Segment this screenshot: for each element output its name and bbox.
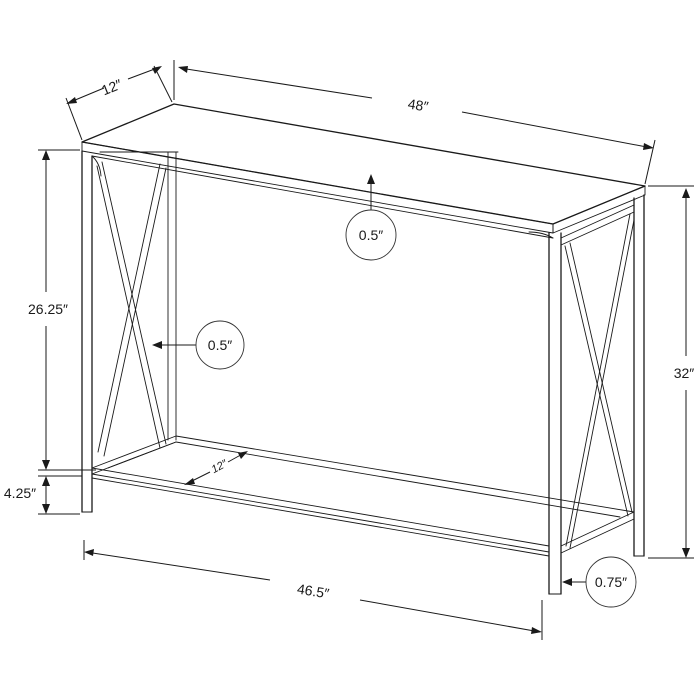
- dimension-labels: 12″ 48″ 32″ 26.25″ 4.25″ 46.5″ 12″: [4, 76, 694, 602]
- dim-depth-top: [65, 65, 173, 141]
- label-shelf-depth: 12″: [210, 457, 231, 476]
- front-left-leg: [81, 150, 93, 513]
- right-side-frame: [560, 204, 635, 554]
- callout-frame-thickness: [152, 320, 245, 370]
- dim-height-upper: [38, 149, 96, 471]
- callout-labels: 0.5″ 0.5″ 0.75″: [208, 227, 627, 590]
- bottom-shelf: [91, 435, 635, 557]
- dim-shelf-depth: [184, 451, 248, 485]
- callout-leg-width: [562, 556, 637, 608]
- label-frame-thickness: 0.5″: [208, 337, 232, 353]
- dim-width-bottom: [83, 540, 543, 640]
- label-height-lower: 4.25″: [4, 485, 36, 501]
- dim-height-lower: [38, 475, 82, 515]
- label-leg-width: 0.75″: [595, 574, 627, 590]
- console-table-drawing: [81, 103, 646, 595]
- label-tabletop-thickness: 0.5″: [359, 227, 383, 243]
- label-depth-top: 12″: [99, 76, 124, 99]
- front-right-leg: [548, 232, 562, 595]
- label-height-upper: 26.25″: [28, 301, 68, 317]
- callout-tabletop-thickness: [345, 174, 397, 261]
- dim-width-top: [173, 60, 656, 185]
- left-x-brace: [96, 161, 167, 457]
- label-width-bottom: 46.5″: [296, 581, 330, 602]
- upper-frame: [91, 151, 554, 239]
- callouts: [152, 174, 637, 608]
- label-height-total: 32″: [674, 365, 695, 381]
- label-width-top: 48″: [407, 96, 430, 115]
- dim-height-total: [648, 185, 694, 559]
- back-left-leg: [167, 151, 177, 441]
- dimension-lines: [38, 60, 694, 640]
- tabletop: [81, 103, 646, 234]
- back-right-leg: [633, 194, 645, 557]
- right-x-brace: [564, 213, 635, 549]
